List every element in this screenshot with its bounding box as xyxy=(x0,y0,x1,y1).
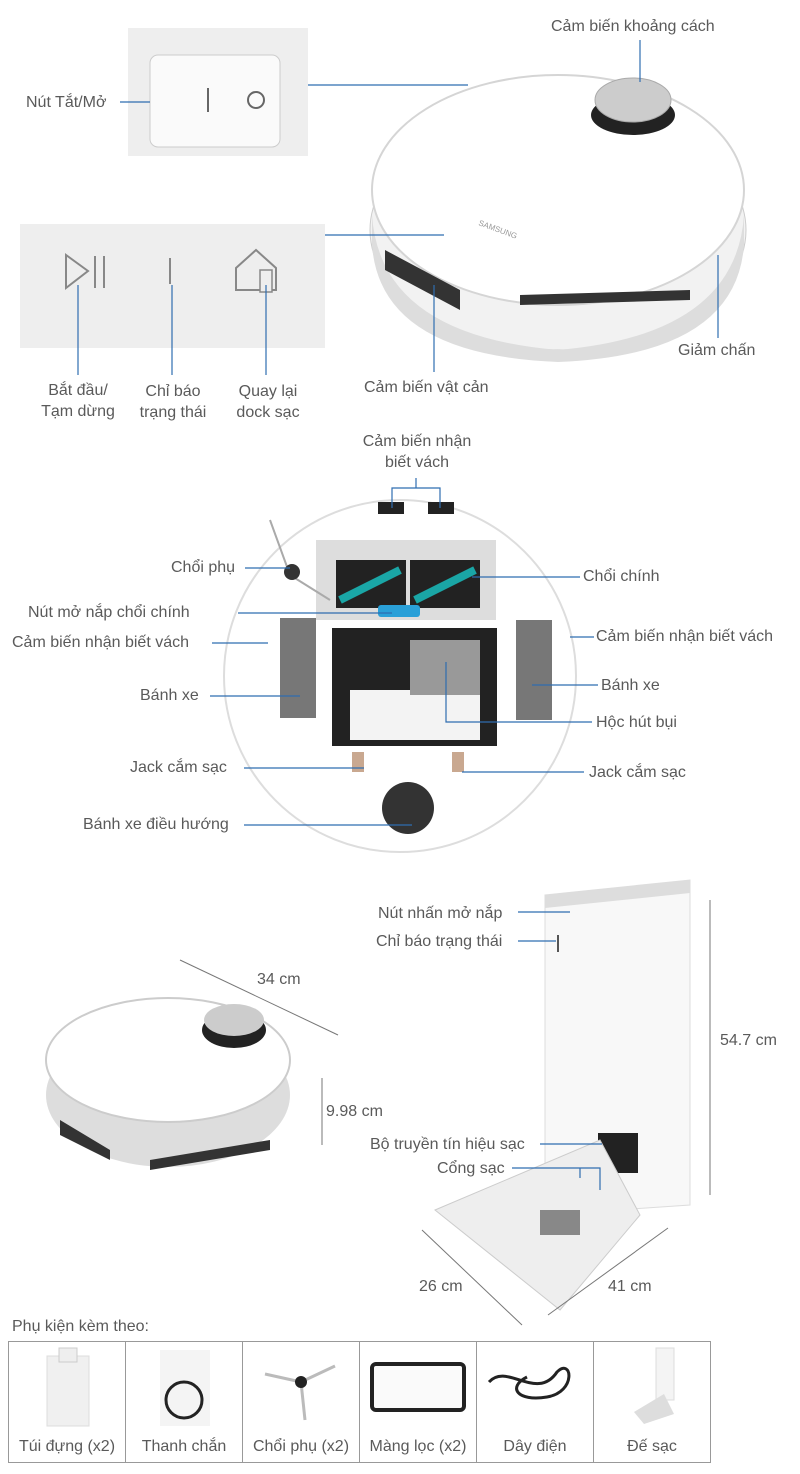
accessory-name: Dây điện xyxy=(503,1438,567,1455)
label-dock-lid-button: Nút nhấn mở nắp xyxy=(378,905,503,922)
label-wheel-right: Bánh xe xyxy=(601,677,660,694)
charging-base-image xyxy=(634,1347,675,1424)
accessory-name: Túi đựng (x2) xyxy=(18,1438,116,1455)
accessory-name: Đế sạc xyxy=(627,1438,677,1455)
label-power-switch: Nút Tắt/Mở xyxy=(26,94,107,111)
label-line: biết vách xyxy=(384,454,450,471)
label-line: Cảm biến nhận xyxy=(362,433,472,450)
label-side-brush: Chổi phụ xyxy=(171,559,236,576)
label-cliff-sensor-right: Cảm biến nhận biết vách xyxy=(596,628,773,645)
accessory-power-cord: Dây điện xyxy=(476,1341,594,1463)
label-return-dock: Quay lại dock sạc xyxy=(220,381,316,423)
accessory-barrier-strip: Thanh chắn xyxy=(125,1341,243,1463)
label-status-indicator: Chỉ báo trạng thái xyxy=(125,381,221,423)
label-robot-diameter: 34 cm xyxy=(257,971,301,988)
robot-bottom-view xyxy=(223,499,577,853)
label-dock-status: Chỉ báo trạng thái xyxy=(376,933,503,950)
leader-lines xyxy=(77,40,719,1190)
label-line: trạng thái xyxy=(139,404,207,421)
label-obstacle-sensor: Cảm biến vật cản xyxy=(364,379,489,396)
label-line: Chỉ báo xyxy=(145,383,201,400)
label-signal-transmitter: Bộ truyền tín hiệu sạc xyxy=(370,1136,525,1153)
accessory-charging-base: Đế sạc xyxy=(593,1341,711,1463)
dust-bag-image xyxy=(46,1347,90,1427)
label-robot-height: 9.98 cm xyxy=(326,1103,383,1120)
accessory-dust-bag: Túi đựng (x2) xyxy=(8,1341,126,1463)
label-dock-depth: 41 cm xyxy=(608,1278,652,1295)
label-start-pause: Bắt đầu/Tạm dừng xyxy=(30,380,126,422)
accessory-filter: Màng lọc (x2) xyxy=(359,1341,477,1463)
label-cliff-sensor-left: Cảm biến nhận biết vách xyxy=(12,634,189,651)
charging-dock xyxy=(434,879,691,1311)
accessory-name: Thanh chắn xyxy=(141,1438,227,1455)
label-main-brush: Chổi chính xyxy=(583,568,660,585)
robot-side-view xyxy=(45,997,291,1170)
label-brush-cover-button: Nút mở nắp chổi chính xyxy=(28,604,190,621)
accessory-side-brush: Chổi phụ (x2) xyxy=(242,1341,360,1463)
label-bumper: Giảm chấn xyxy=(678,342,756,359)
label-jack-left: Jack cắm sạc xyxy=(130,759,227,776)
play-pause-icon xyxy=(65,253,90,291)
power-cord-image xyxy=(487,1366,571,1400)
label-line: Tạm dừng xyxy=(41,403,115,420)
label-dustbin: Hộc hút bụi xyxy=(596,714,677,731)
filter-image xyxy=(370,1362,466,1412)
label-jack-right: Jack cắm sạc xyxy=(589,764,686,781)
label-caster-wheel: Bánh xe điều hướng xyxy=(83,816,229,833)
accessories-title: Phụ kiện kèm theo: xyxy=(12,1318,149,1335)
accessory-name: Màng lọc (x2) xyxy=(369,1438,467,1455)
accessory-name: Chổi phụ (x2) xyxy=(252,1438,350,1455)
label-line: Bắt đầu/ xyxy=(48,382,108,399)
label-dock-width: 26 cm xyxy=(419,1278,463,1295)
label-line: Quay lại xyxy=(238,383,298,400)
robot-top-view: SAMSUNG xyxy=(369,74,747,362)
label-dock-height: 54.7 cm xyxy=(720,1032,777,1049)
label-wheel-left: Bánh xe xyxy=(140,687,199,704)
side-brush-image xyxy=(264,1364,336,1421)
label-cliff-sensor-top: Cảm biến nhận biết vách xyxy=(340,431,494,473)
barrier-strip-image xyxy=(160,1350,210,1426)
label-distance-sensor: Cảm biến khoảng cách xyxy=(551,18,715,35)
dimension-arrows xyxy=(179,900,711,1326)
label-charge-port: Cổng sạc xyxy=(437,1160,505,1177)
label-line: dock sạc xyxy=(236,404,300,421)
